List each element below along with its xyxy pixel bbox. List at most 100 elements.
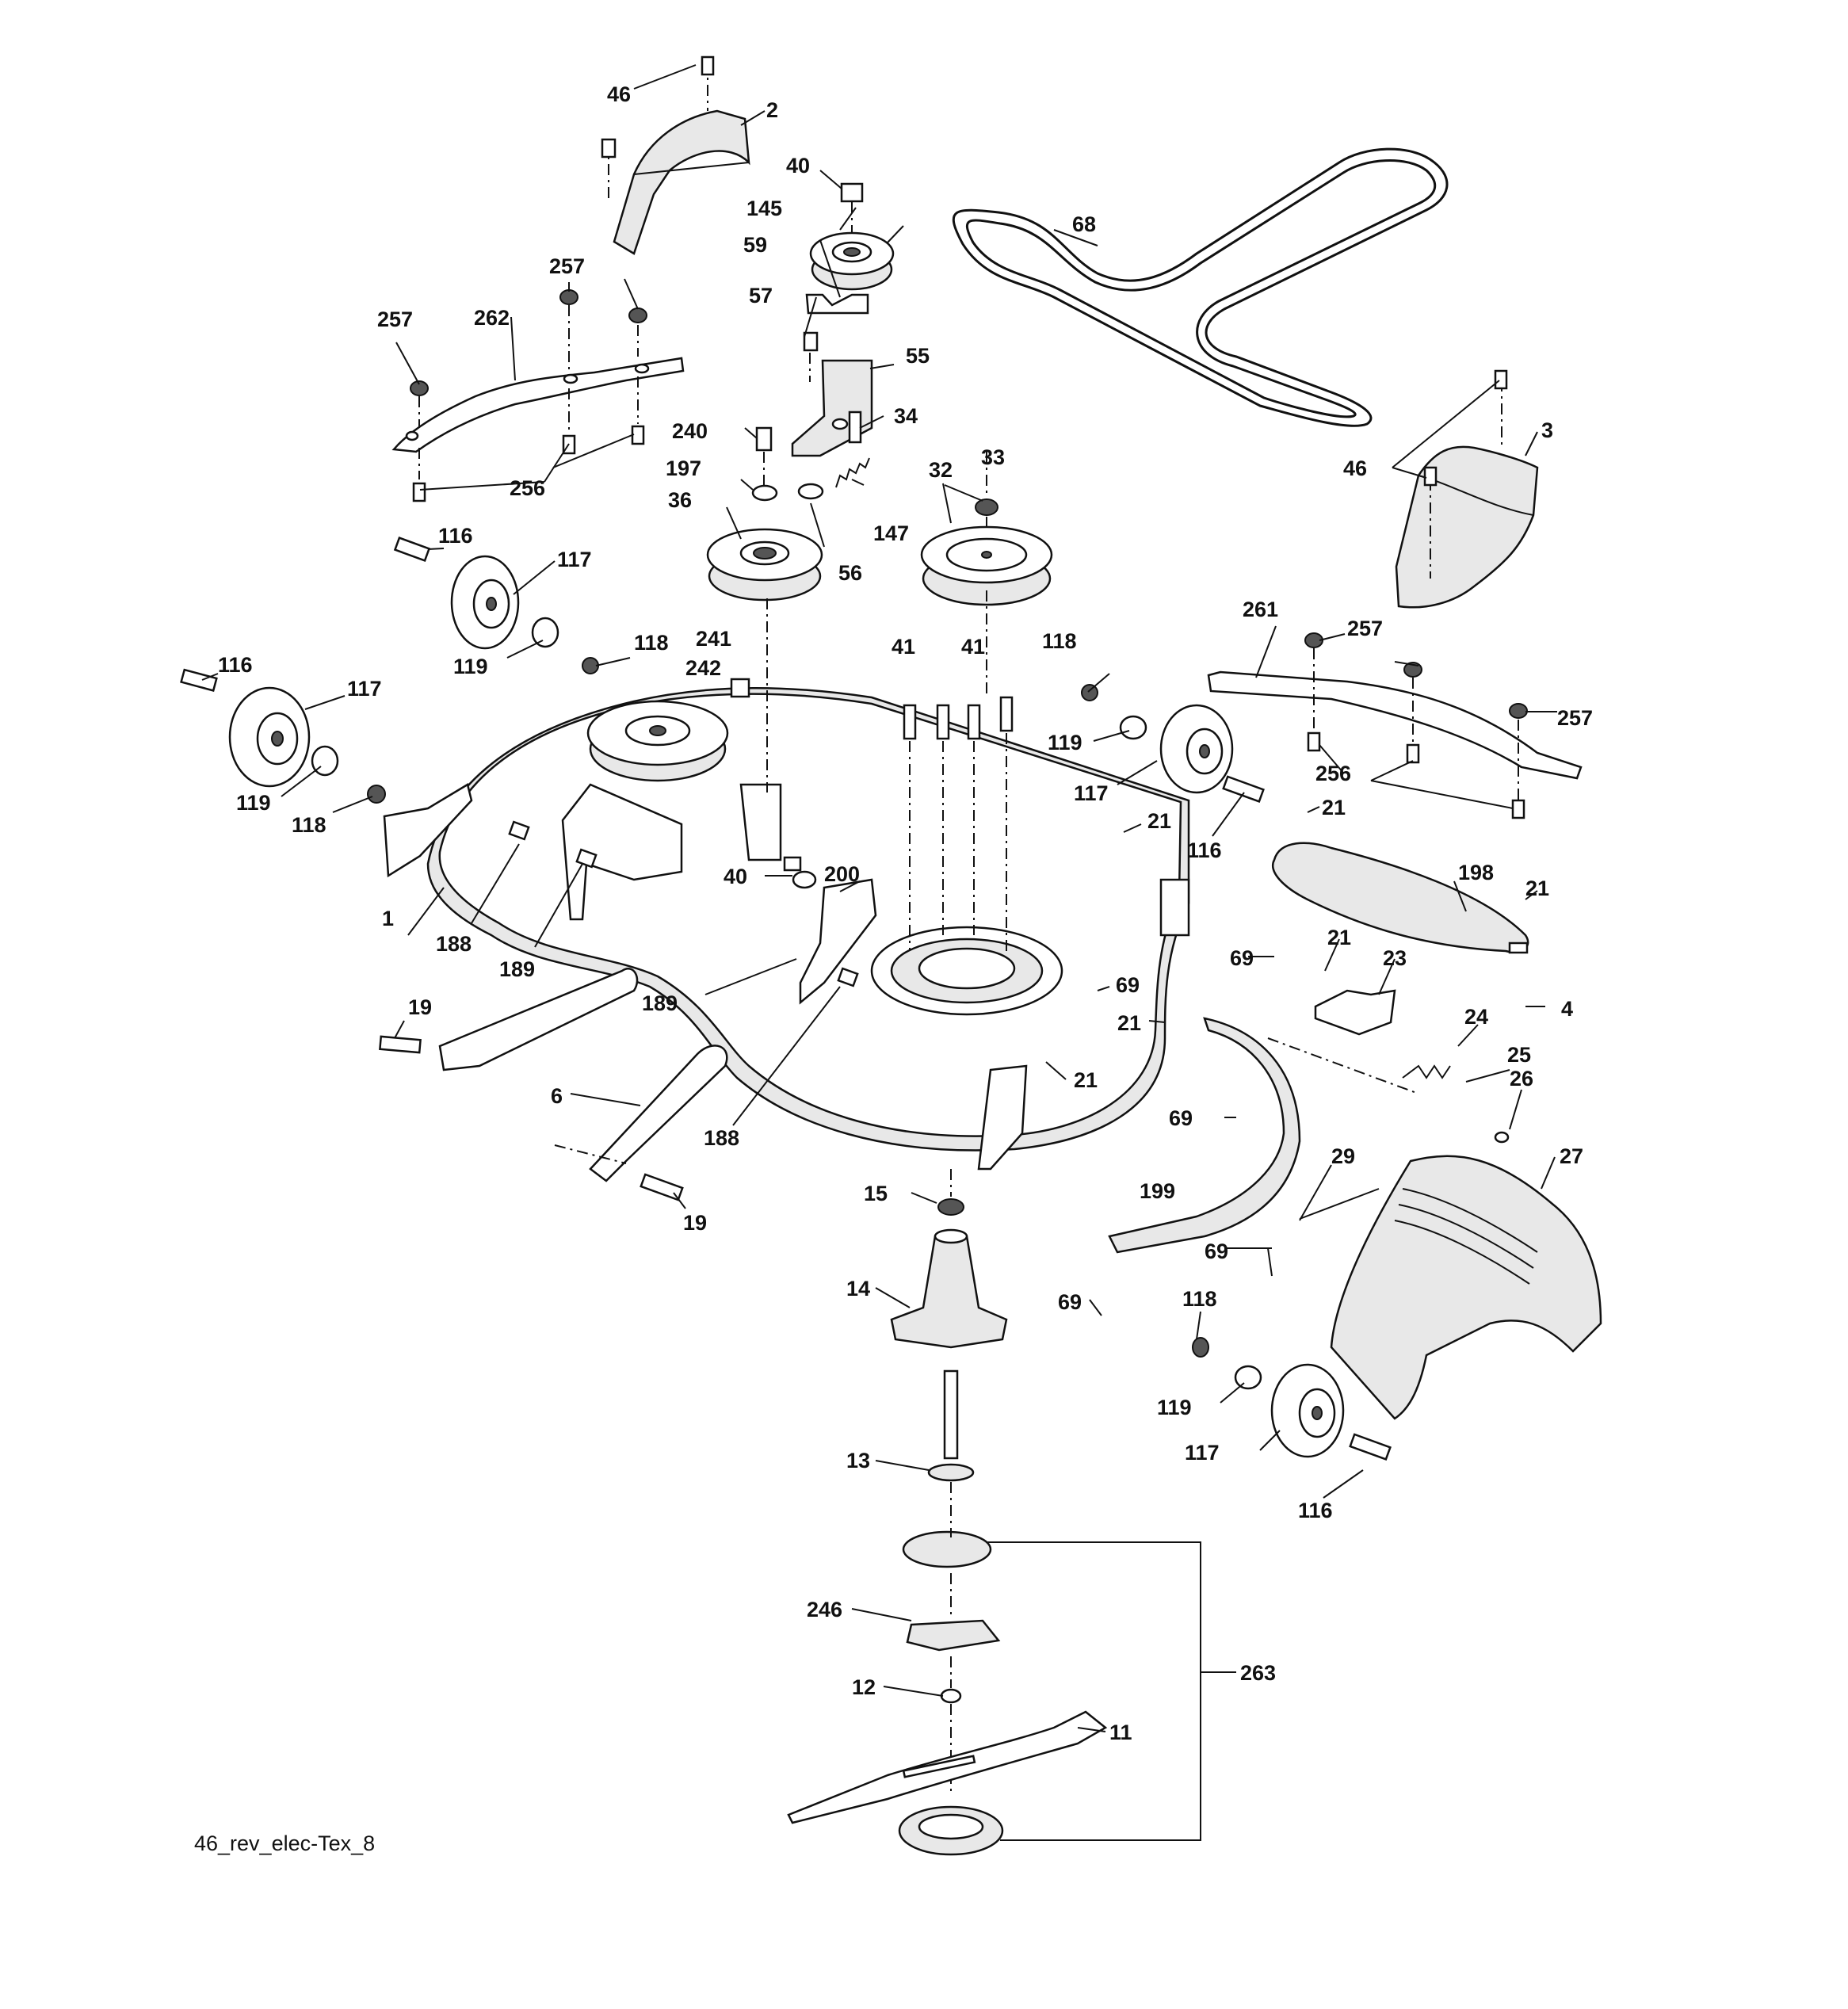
- callout-116: 116: [218, 653, 253, 677]
- callout-256: 256: [1315, 762, 1351, 785]
- callout-41: 41: [892, 635, 915, 659]
- callout-199: 199: [1140, 1179, 1175, 1203]
- callout-119: 119: [453, 655, 488, 678]
- callout-257: 257: [1557, 706, 1593, 730]
- discharge-bracket-part: [1267, 989, 1510, 1144]
- belt-shield-left-part: [601, 55, 750, 255]
- callout-29: 29: [1331, 1144, 1355, 1168]
- washer-part: [751, 426, 824, 502]
- callout-116: 116: [1187, 838, 1222, 862]
- callout-27: 27: [1560, 1144, 1583, 1168]
- callout-21: 21: [1147, 809, 1171, 833]
- callout-118: 118: [634, 631, 669, 655]
- stabilizer-bracket-left-part: [391, 357, 685, 453]
- callout-240: 240: [672, 419, 708, 443]
- callout-11: 11: [1109, 1721, 1132, 1744]
- gauge-wheel-lower-right-part: [1192, 1337, 1392, 1461]
- callout-4: 4: [1561, 997, 1573, 1021]
- callout-188: 188: [704, 1126, 739, 1150]
- callout-55: 55: [906, 344, 930, 368]
- callout-19: 19: [408, 995, 432, 1019]
- callout-34: 34: [894, 404, 918, 428]
- blade-cup-part: [898, 1805, 1004, 1856]
- gauge-wheel-upper-left-part: [393, 537, 599, 674]
- callout-145: 145: [746, 197, 782, 220]
- callout-21: 21: [1327, 926, 1351, 949]
- callout-147: 147: [873, 521, 909, 545]
- callout-59: 59: [743, 233, 767, 257]
- callout-118: 118: [292, 813, 326, 837]
- callout-117: 117: [1074, 781, 1109, 805]
- deck-belt-part: [952, 147, 1449, 427]
- callout-262: 262: [474, 306, 510, 330]
- flat-idler-pulley-part: [706, 528, 823, 602]
- callout-25: 25: [1507, 1043, 1531, 1067]
- idler-pulley-part: [791, 182, 895, 457]
- callout-117: 117: [1185, 1441, 1220, 1465]
- callout-57: 57: [749, 284, 773, 307]
- callout-13: 13: [846, 1449, 870, 1472]
- front-baffle-part: [1272, 842, 1529, 954]
- callout-56: 56: [838, 561, 862, 585]
- belt-shield-right-part: [1395, 369, 1539, 609]
- callout-19: 19: [683, 1211, 707, 1235]
- callout-119: 119: [1048, 731, 1082, 754]
- callout-21: 21: [1074, 1068, 1098, 1092]
- callout-261: 261: [1243, 598, 1278, 621]
- callout-21: 21: [1525, 877, 1549, 900]
- callout-6: 6: [551, 1084, 563, 1108]
- callout-246: 246: [807, 1598, 842, 1621]
- callout-117: 117: [347, 677, 382, 701]
- callout-14: 14: [846, 1277, 870, 1301]
- callout-117: 117: [557, 548, 592, 571]
- callout-189: 189: [499, 957, 535, 981]
- callout-69: 69: [1116, 973, 1140, 997]
- callout-26: 26: [1510, 1067, 1533, 1090]
- callout-40: 40: [724, 865, 747, 888]
- callout-46: 46: [1343, 456, 1367, 480]
- stabilizer-bracket-right-part: [1207, 632, 1583, 819]
- callout-2: 2: [766, 98, 778, 122]
- callout-23: 23: [1383, 946, 1407, 970]
- callout-188: 188: [436, 932, 472, 956]
- spindle-housing-part: [890, 1169, 1008, 1349]
- callout-116: 116: [1298, 1499, 1333, 1522]
- callout-256: 256: [510, 476, 545, 500]
- callout-33: 33: [981, 445, 1005, 469]
- callout-21: 21: [1117, 1011, 1141, 1035]
- callout-12: 12: [852, 1675, 876, 1699]
- callout-69: 69: [1230, 946, 1254, 970]
- gauge-wheel-right-part: [1081, 684, 1265, 803]
- callout-40: 40: [786, 154, 810, 178]
- spindle-bolts-part: [903, 590, 1014, 951]
- callout-241: 241: [696, 627, 731, 651]
- callout-257: 257: [549, 254, 585, 278]
- callout-118: 118: [1042, 629, 1077, 653]
- callout-41: 41: [961, 635, 985, 659]
- callout-3: 3: [1541, 418, 1553, 442]
- callout-116: 116: [438, 524, 473, 548]
- mower-deck-housing-part: [383, 598, 1190, 1171]
- callout-118: 118: [1182, 1287, 1217, 1311]
- callout-242: 242: [685, 656, 721, 680]
- callout-labels: 46 2 40 145 68 59 257 257 262 57 55 34 2…: [218, 82, 1593, 1744]
- callout-198: 198: [1458, 861, 1494, 884]
- callout-36: 36: [668, 488, 692, 512]
- callout-119: 119: [236, 791, 271, 815]
- callout-69: 69: [1169, 1106, 1193, 1130]
- deck-adjust-links-part: [379, 968, 728, 1201]
- spindle-pulley-part: [920, 452, 1053, 606]
- callout-119: 119: [1157, 1396, 1192, 1419]
- spindle-shaft-part: [927, 1369, 975, 1482]
- discharge-chute-part: [1299, 1155, 1602, 1420]
- callout-257: 257: [377, 307, 413, 331]
- callout-189: 189: [642, 991, 678, 1015]
- callout-263: 263: [1240, 1661, 1276, 1685]
- diagram-reference-caption: 46_rev_elec-Tex_8: [194, 1831, 375, 1855]
- rear-baffle-part: [1108, 1017, 1301, 1254]
- callout-21: 21: [1322, 796, 1346, 819]
- callout-1: 1: [382, 907, 394, 930]
- kit-bracket-part: [987, 1541, 1236, 1841]
- callout-46: 46: [607, 82, 631, 106]
